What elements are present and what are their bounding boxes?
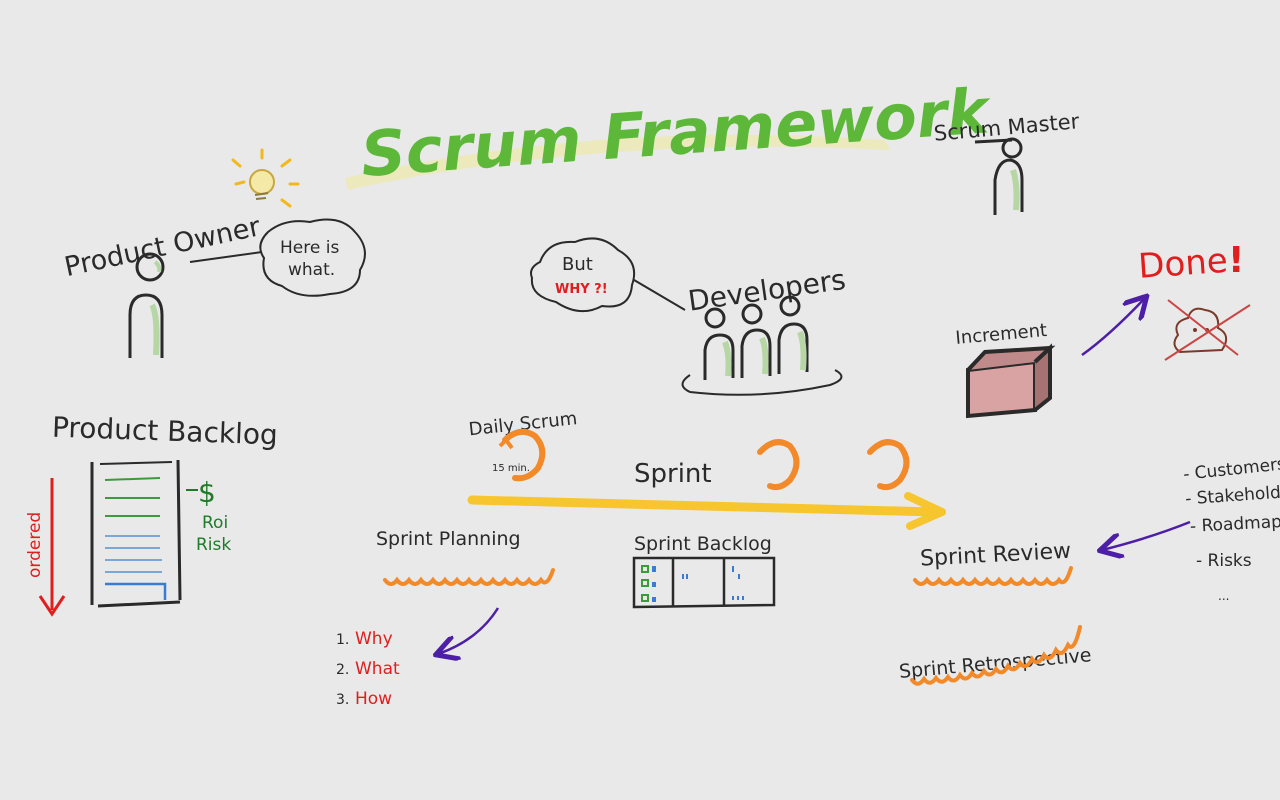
note-roi: Roi bbox=[202, 513, 228, 533]
speech-line-2: what. bbox=[288, 260, 335, 280]
step-2-text: What bbox=[355, 659, 400, 679]
review-input-customers: - Customers bbox=[1182, 454, 1280, 485]
page-title: Scrum Framework bbox=[359, 74, 995, 191]
sprint-retrospective-group: Sprint Retrospective bbox=[898, 625, 1092, 686]
developers-group: But WHY ?! Developers bbox=[530, 237, 848, 396]
product-backlog-label: Product Backlog bbox=[51, 411, 278, 452]
review-inputs-list: - Customers - Stakeholders - Roadmap - R… bbox=[1182, 454, 1280, 603]
developers-speech-bubble: But WHY ?! bbox=[530, 237, 636, 313]
step-1-text: Why bbox=[355, 629, 393, 649]
sprint-planning-label: Sprint Planning bbox=[376, 528, 521, 550]
title-block: Scrum Framework bbox=[345, 74, 994, 191]
increment-box-icon bbox=[966, 343, 1056, 419]
sprint-backlog-group: Sprint Backlog bbox=[632, 533, 776, 609]
product-owner-person-icon bbox=[128, 252, 165, 358]
review-input-stakeholders: - Stakeholders bbox=[1185, 481, 1280, 509]
note-risk: Risk bbox=[196, 535, 231, 555]
note-dollar: $ bbox=[198, 476, 216, 509]
product-backlog-list-icon bbox=[90, 459, 182, 608]
speech-line-1: Here is bbox=[280, 238, 339, 258]
ordered-label: ordered bbox=[25, 512, 45, 578]
increment-group: Increment Done ! bbox=[955, 240, 1251, 419]
sprint-loop-icons bbox=[757, 439, 910, 491]
step-1-number: 1. bbox=[336, 632, 349, 648]
developers-speech-line-1: But bbox=[562, 254, 593, 275]
developers-team-icon bbox=[681, 295, 843, 396]
product-backlog-notes: $ Roi Risk bbox=[186, 476, 231, 555]
review-input-more: ... bbox=[1218, 589, 1229, 603]
increment-label: Increment bbox=[955, 320, 1048, 349]
lightbulb-icon bbox=[231, 148, 300, 208]
sprint-review-label: Sprint Review bbox=[919, 539, 1071, 572]
sprint-review-underline bbox=[913, 566, 1073, 586]
step-3-number: 3. bbox=[336, 692, 349, 708]
developers-speech-line-2: WHY ?! bbox=[555, 282, 608, 297]
product-backlog-group: Product Backlog ordered $ Roi Risk bbox=[25, 411, 278, 617]
daily-scrum-group: Daily Scrum 15 min. bbox=[468, 408, 579, 482]
daily-scrum-duration: 15 min. bbox=[492, 463, 530, 474]
sprint-planning-steps: 1. Why 2. What 3. How bbox=[336, 629, 400, 709]
review-inputs-arrow bbox=[1102, 520, 1191, 550]
review-input-roadmap: - Roadmap bbox=[1190, 512, 1280, 537]
scrum-master-group: Scrum Master bbox=[933, 109, 1080, 215]
ordered-arrow: ordered bbox=[25, 478, 66, 617]
step-2-number: 2. bbox=[336, 662, 349, 678]
title-highlight bbox=[345, 134, 890, 190]
daily-scrum-label: Daily Scrum bbox=[468, 408, 579, 440]
sprint-review-group: Sprint Review - Customers - Stakeholders… bbox=[913, 454, 1280, 603]
sprint-planning-underline bbox=[383, 568, 555, 586]
sprint-retrospective-underline bbox=[910, 625, 1082, 686]
product-owner-group: Product Owner Here is what. bbox=[62, 148, 366, 358]
daily-scrum-loop-icon bbox=[502, 428, 546, 482]
increment-to-done-arrow bbox=[1081, 298, 1145, 357]
done-label: Done bbox=[1137, 241, 1229, 287]
sprint-planning-group: Sprint Planning 1. Why 2. What 3. How bbox=[336, 528, 555, 709]
sprint-loop-icon-2 bbox=[867, 439, 910, 491]
product-owner-speech-bubble: Here is what. bbox=[259, 218, 366, 297]
review-input-risks: - Risks bbox=[1196, 551, 1252, 571]
sprint-planning-arrow bbox=[438, 607, 500, 654]
scrum-master-person-icon bbox=[974, 137, 1024, 215]
sprint-loop-icon-1 bbox=[757, 439, 800, 491]
crossed-out-poop-icon bbox=[1164, 299, 1251, 361]
sprint-backlog-label: Sprint Backlog bbox=[634, 533, 772, 555]
done-exclamation: ! bbox=[1228, 240, 1244, 281]
sprint-arrow bbox=[467, 495, 940, 517]
sprint-label: Sprint bbox=[634, 459, 712, 489]
sprint-group: Sprint bbox=[467, 459, 946, 530]
step-3-text: How bbox=[355, 689, 392, 709]
sprint-backlog-board-icon bbox=[632, 556, 776, 609]
